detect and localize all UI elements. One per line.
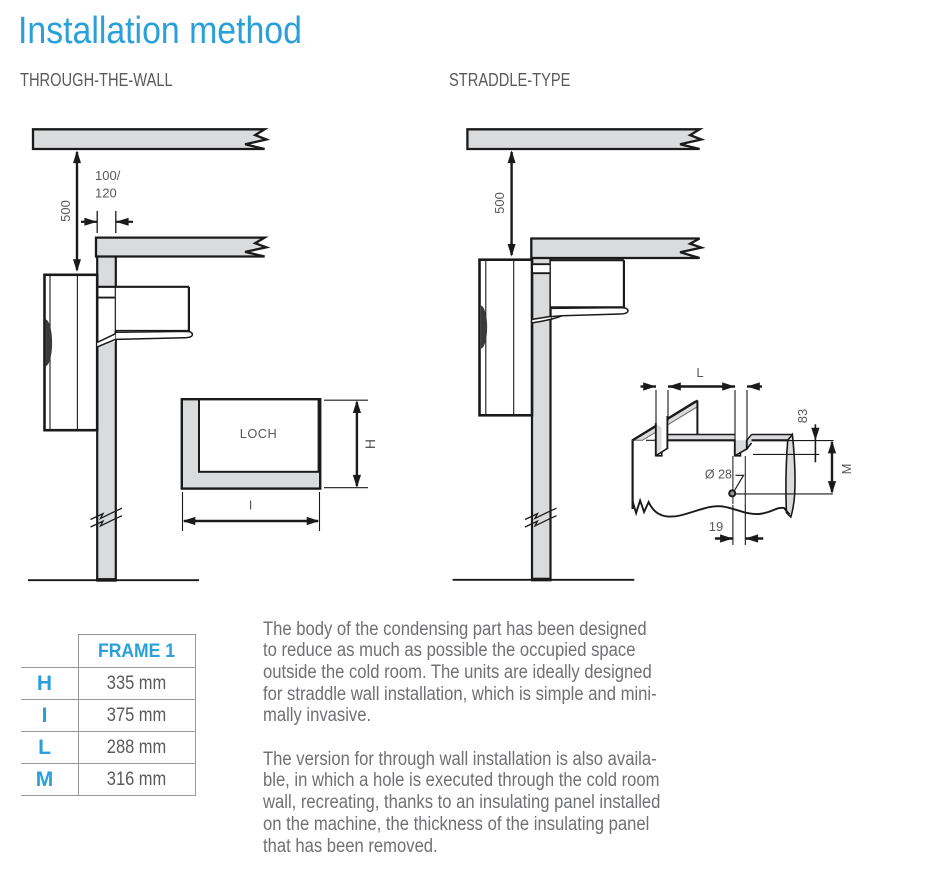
svg-text:I: I [249,498,253,513]
svg-text:H: H [362,439,378,449]
svg-text:19: 19 [709,519,723,534]
svg-text:100/: 100/ [95,168,121,183]
svg-text:M: M [839,464,854,475]
svg-text:Ø 28: Ø 28 [705,468,732,482]
svg-text:L: L [696,365,703,380]
svg-text:LOCH: LOCH [240,426,278,441]
svg-text:83: 83 [795,409,810,423]
svg-text:120: 120 [95,186,117,201]
svg-text:500: 500 [58,200,73,222]
svg-text:500: 500 [492,192,507,214]
